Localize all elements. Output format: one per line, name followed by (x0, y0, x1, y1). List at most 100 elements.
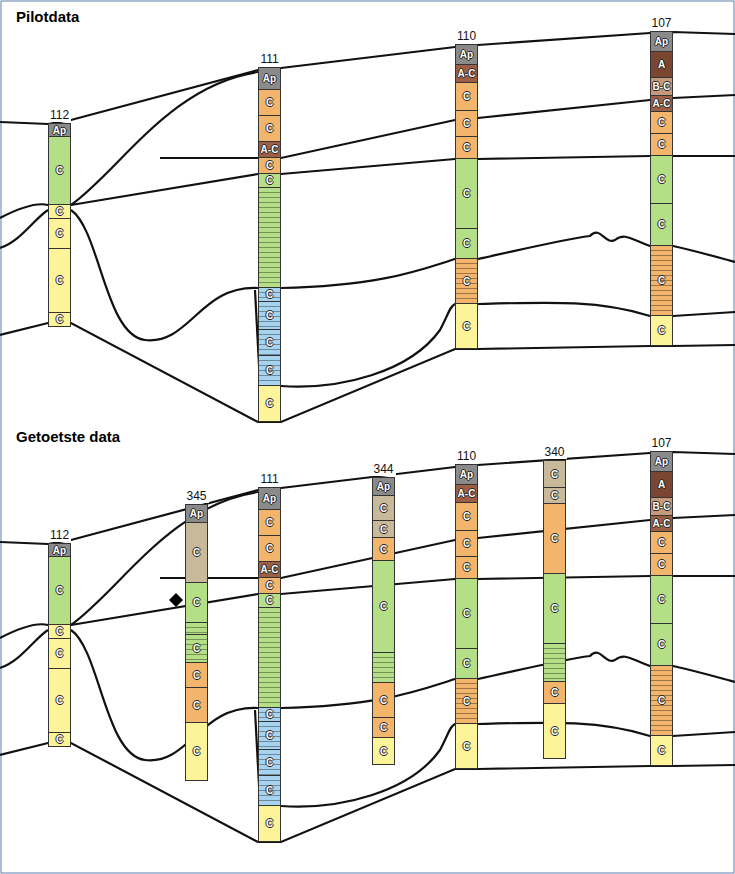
soil-layer: Ap (49, 124, 70, 137)
soil-layer: C (456, 159, 477, 229)
layer-code: C (463, 658, 470, 669)
soil-layer: C (259, 806, 280, 842)
borehole-number-row: 340 (533, 444, 576, 460)
borehole-column: 112ApCCCCC (48, 107, 71, 327)
layer-code: C (463, 321, 470, 332)
layer-code: C (463, 238, 470, 249)
soil-layer: C (186, 583, 207, 623)
layer-code: C (266, 543, 273, 554)
soil-layer: C (456, 649, 477, 679)
soil-layer: C (651, 624, 672, 666)
soil-layer: A-C (456, 485, 477, 503)
borehole-number-row: 111 (248, 51, 291, 67)
layer-code: C (266, 785, 273, 796)
soil-layer: A (651, 52, 672, 78)
layer-code: Ap (460, 49, 473, 60)
soil-layer: C (373, 683, 394, 718)
soil-layer: C (259, 536, 280, 562)
borehole-number: 110 (455, 29, 478, 43)
layer-code: Ap (53, 545, 66, 556)
soil-layer: C (186, 523, 207, 583)
layer-code: C (463, 741, 470, 752)
layer-code: C (463, 562, 470, 573)
layer-code: C (266, 160, 273, 171)
borehole-column: 110ApA-CCCCCCCC (455, 28, 478, 349)
soil-layer: C (259, 158, 280, 174)
layer-code: B-C (653, 81, 671, 92)
soil-layer: C (544, 504, 565, 574)
soil-layer: C (259, 288, 280, 302)
borehole-number: 340 (542, 445, 566, 459)
layer-code: Ap (190, 508, 203, 519)
soil-layer-fill (259, 608, 280, 708)
layer-code: A-C (261, 564, 279, 575)
soil-layer: C (49, 669, 70, 733)
layer-code: C (266, 398, 273, 409)
layer-code: C (380, 544, 387, 555)
soil-layer: C (49, 313, 70, 327)
layer-code: C (193, 547, 200, 558)
layer-code: Ap (263, 73, 276, 84)
soil-layer: Ap (651, 452, 672, 472)
soil-layer: C (456, 304, 477, 349)
layer-code: A (658, 59, 665, 70)
layer-stack: ApAB-CA-CCCCCCC (650, 31, 673, 346)
horizon-boundaries (0, 32, 735, 422)
soil-layer: C (259, 302, 280, 330)
soil-layer: C (259, 356, 280, 386)
layer-stack: ApCCA-CCCCCCCC (258, 67, 281, 422)
layer-stack: ApA-CCCCCCCC (455, 464, 478, 769)
soil-layer: C (259, 510, 280, 536)
layer-code: C (56, 585, 63, 596)
borehole-column: 345ApCCCCCC (185, 488, 208, 781)
layer-code: C (658, 695, 665, 706)
borehole-number: 110 (455, 449, 478, 463)
borehole-number: 345 (184, 489, 208, 503)
layer-code: C (658, 745, 665, 756)
layer-code: C (658, 559, 665, 570)
layer-code: C (193, 746, 200, 757)
borehole-number-row: 111 (248, 471, 291, 487)
soil-layer: C (651, 112, 672, 134)
layer-stack: ApCCCCCC (185, 504, 208, 781)
soil-layer: C (373, 538, 394, 561)
layer-code: C (266, 123, 273, 134)
layer-code: C (463, 118, 470, 129)
soil-layer: C (651, 204, 672, 246)
soil-layer: Ap (651, 32, 672, 52)
soil-layer: C (651, 532, 672, 554)
borehole-number-row: 107 (640, 435, 683, 451)
layer-code: C (551, 490, 558, 501)
soil-layer: C (49, 639, 70, 669)
soil-layer-fill (544, 644, 565, 682)
layer-code: C (193, 700, 200, 711)
layer-code: A-C (653, 98, 671, 109)
layer-code: A-C (653, 518, 671, 529)
borehole-number: 344 (371, 462, 395, 476)
layer-code: B-C (653, 501, 671, 512)
layer-code: C (266, 365, 273, 376)
layer-code: C (551, 687, 558, 698)
layer-code: C (463, 276, 470, 287)
borehole-number-row: 107 (640, 15, 683, 31)
layer-code: C (56, 648, 63, 659)
soil-layer: C (186, 688, 207, 723)
borehole-number: 107 (649, 16, 673, 30)
borehole-column: 111ApCCA-CCCCCCCC (258, 51, 281, 422)
soil-layer: C (259, 330, 280, 356)
borehole-number: 107 (649, 436, 673, 450)
layer-code: C (463, 511, 470, 522)
layer-code: C (658, 219, 665, 230)
soil-layer: Ap (456, 45, 477, 65)
soil-layer: C (259, 116, 280, 142)
layer-code: Ap (655, 456, 668, 467)
soil-layer: C (186, 723, 207, 781)
layer-code: C (658, 275, 665, 286)
layer-code: C (193, 597, 200, 608)
borehole-column: 340CCCCCC (543, 444, 566, 759)
layer-code: C (463, 188, 470, 199)
layer-code: C (56, 165, 63, 176)
soil-layer: C (373, 561, 394, 653)
